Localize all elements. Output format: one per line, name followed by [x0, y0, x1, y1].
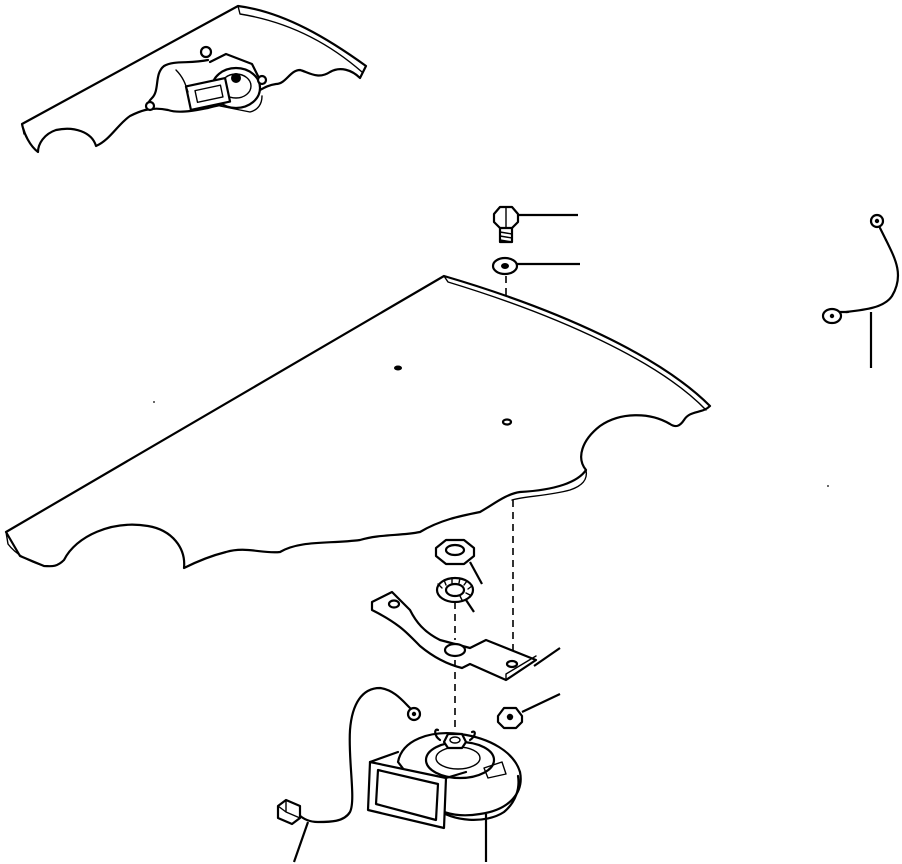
bracket-outline — [370, 590, 538, 682]
bracket-leader-line — [533, 647, 561, 667]
floor-plate-cutout-edge — [511, 469, 588, 501]
inset-horn-icon — [184, 66, 263, 113]
floor-plate-bolt-hole — [501, 418, 513, 426]
horn-bracket — [370, 590, 561, 682]
floor-plate — [4, 274, 712, 570]
flange-nut — [496, 693, 561, 730]
bolt-washer — [491, 256, 580, 276]
hex-nut-leader-line — [469, 561, 483, 585]
lock-washer-leader-line — [465, 599, 475, 613]
lock-washer — [435, 576, 475, 613]
horn-wire — [276, 686, 422, 863]
inset-view — [20, 4, 368, 154]
horn — [366, 728, 522, 862]
inset-plate-edge — [21, 5, 363, 135]
floor-plate-hole — [394, 365, 402, 371]
inset-bracket — [208, 52, 260, 78]
horn-wire-leader-line — [292, 821, 310, 863]
horn-back-rim — [434, 774, 520, 821]
floor-plate-outline — [4, 274, 712, 570]
inset-plate-outline — [20, 4, 368, 154]
ground-wire — [821, 213, 900, 368]
floor-plate-thickness — [5, 275, 707, 567]
mounting-bolt — [492, 205, 578, 244]
hex-nut — [434, 538, 483, 585]
flange-nut-leader-line — [521, 693, 561, 713]
